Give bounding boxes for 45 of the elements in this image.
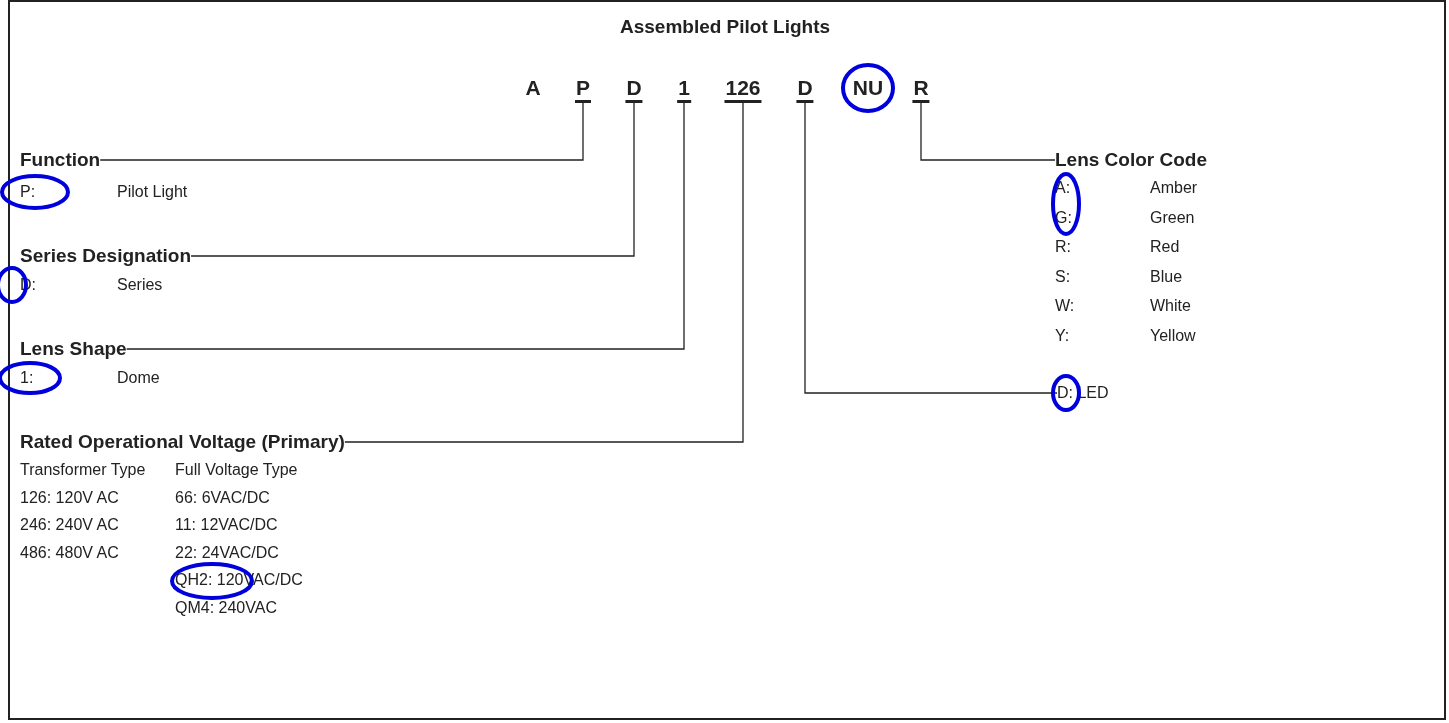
section-heading: Function	[20, 149, 101, 171]
option-description: Amber	[1150, 178, 1198, 198]
option-description: Dome	[117, 368, 160, 388]
option-code: 126: 120V AC	[20, 487, 119, 508]
option-description: Full Voltage Type	[175, 460, 298, 480]
option-code: R:	[1055, 237, 1071, 257]
leader-line	[126, 102, 685, 350]
option-description: 66: 6VAC/DC	[175, 487, 270, 508]
option-code: Transformer Type	[20, 460, 146, 480]
option-description: Red	[1150, 237, 1180, 257]
code-segment: 1	[677, 76, 691, 103]
option-description: 22: 24VAC/DC	[175, 542, 279, 563]
diagram-title: Assembled Pilot Lights	[619, 16, 831, 38]
section-heading: Rated Operational Voltage (Primary)	[20, 431, 345, 453]
option-description: Yellow	[1150, 325, 1196, 346]
code-segment: D	[796, 76, 814, 103]
option-description: Green	[1150, 207, 1195, 228]
option-description: Pilot Light	[117, 182, 188, 202]
option-description: Blue	[1150, 266, 1183, 287]
option-code: 1:	[20, 368, 34, 388]
option-code: 486: 480V AC	[20, 542, 119, 563]
option-description: Series	[117, 275, 163, 295]
option-code: P:	[20, 182, 36, 202]
option-description: QM4: 240VAC	[175, 597, 277, 618]
leader-line	[920, 102, 1056, 161]
option-code: Y:	[1055, 325, 1070, 346]
option-code: 246: 240V AC	[20, 515, 119, 535]
code-segment: 126	[724, 76, 762, 103]
option-code: W:	[1055, 296, 1075, 316]
option-description: White	[1150, 296, 1191, 316]
option-description: 11: 12VAC/DC	[175, 515, 278, 535]
code-letter: NU	[852, 76, 884, 100]
code-segment: D	[625, 76, 643, 103]
code-segment: P	[575, 76, 591, 103]
option-code: S:	[1055, 266, 1071, 287]
option-code: G:	[1055, 207, 1072, 228]
code-segment: R	[912, 76, 930, 103]
section-heading: Series Designation	[20, 245, 192, 267]
leader-line	[190, 102, 635, 257]
leader-line	[344, 102, 744, 443]
section-heading: Lens Shape	[20, 338, 127, 360]
leader-line	[804, 102, 1058, 394]
code-letter: A	[525, 76, 541, 100]
leader-line	[99, 102, 584, 161]
section-heading: Lens Color Code	[1055, 149, 1207, 171]
